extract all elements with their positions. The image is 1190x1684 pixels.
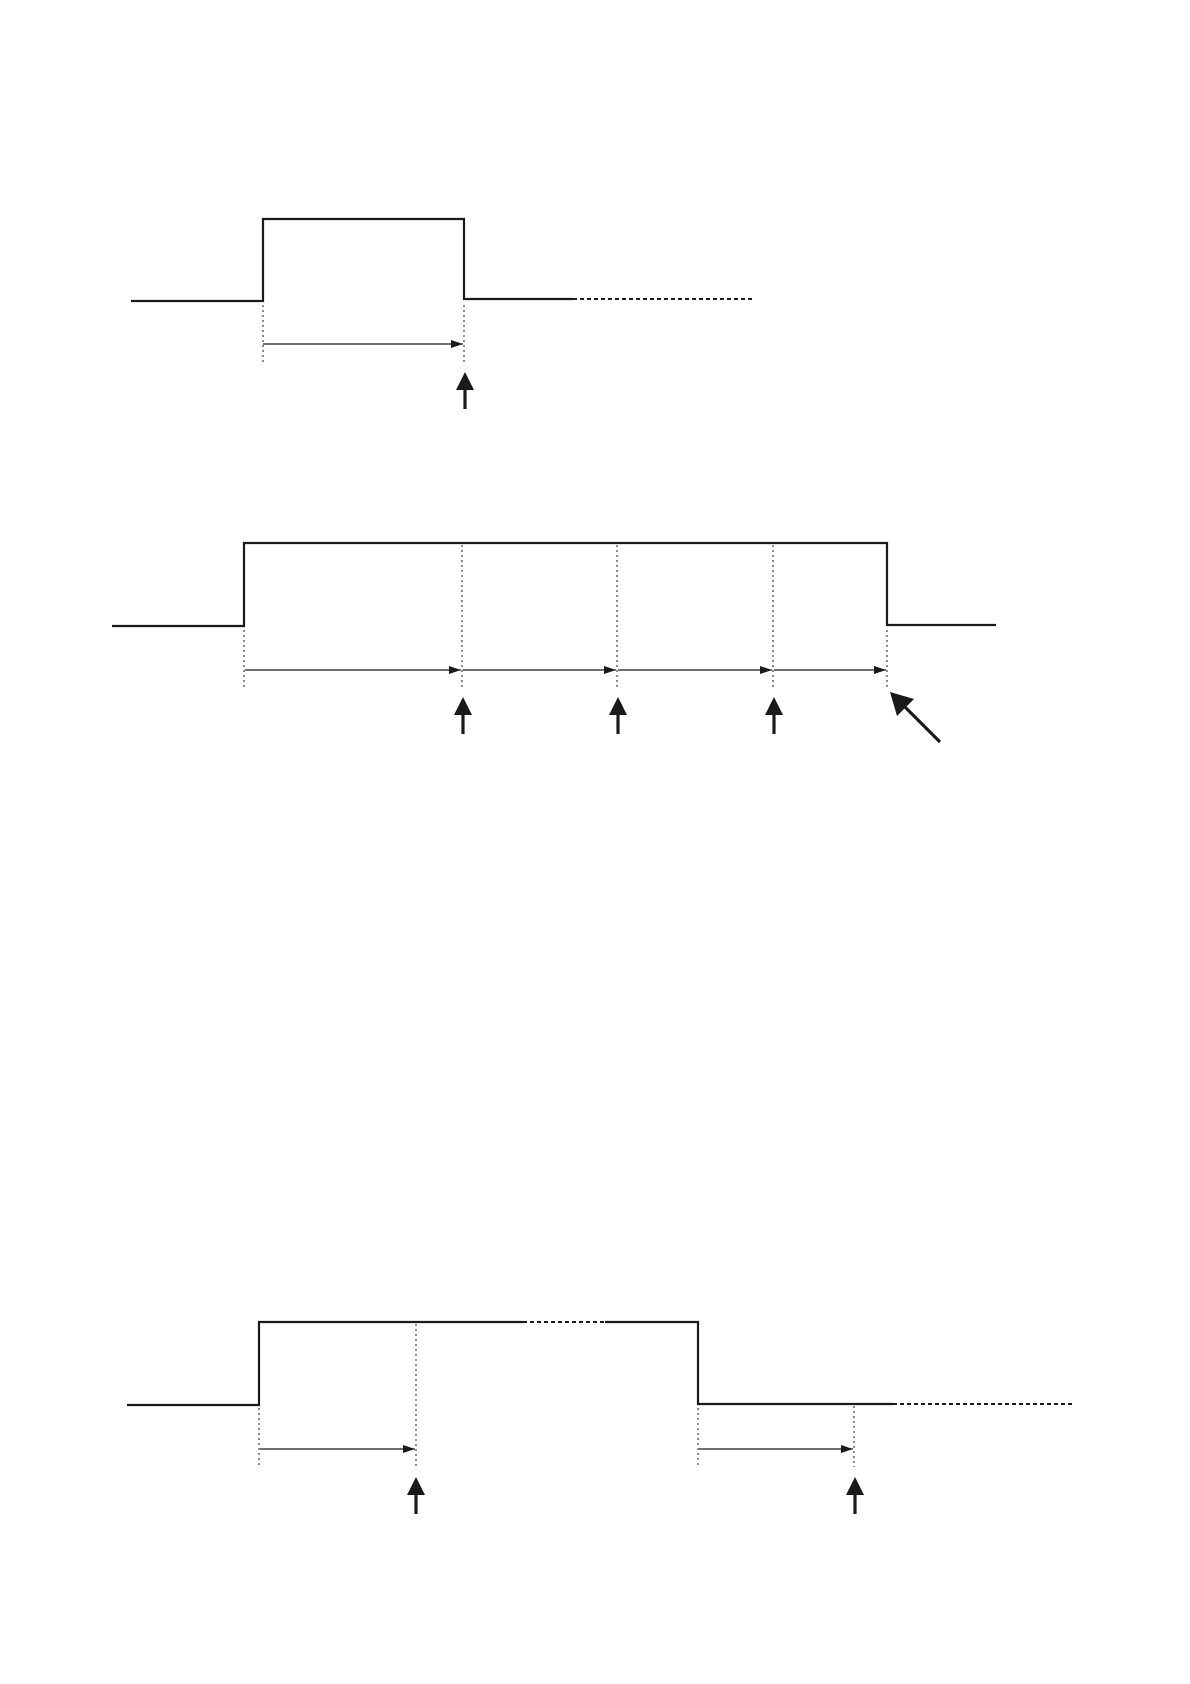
check-marker-icon xyxy=(765,697,783,734)
check-marker-icon xyxy=(846,1477,864,1514)
check-marker-icon xyxy=(456,372,474,409)
check-marker-icon xyxy=(454,697,472,734)
pulse-waveform-right xyxy=(605,1322,893,1404)
panel-continued-pulse xyxy=(127,1322,1072,1514)
panel-long-pulse xyxy=(112,543,996,742)
pulse-waveform-left xyxy=(127,1322,523,1405)
pulse-waveform xyxy=(112,543,996,626)
check-marker-icon xyxy=(609,697,627,734)
panel-short-pulse xyxy=(131,219,752,409)
release-marker-icon xyxy=(890,692,940,742)
pulse-waveform xyxy=(131,219,573,301)
check-marker-icon xyxy=(407,1477,425,1514)
